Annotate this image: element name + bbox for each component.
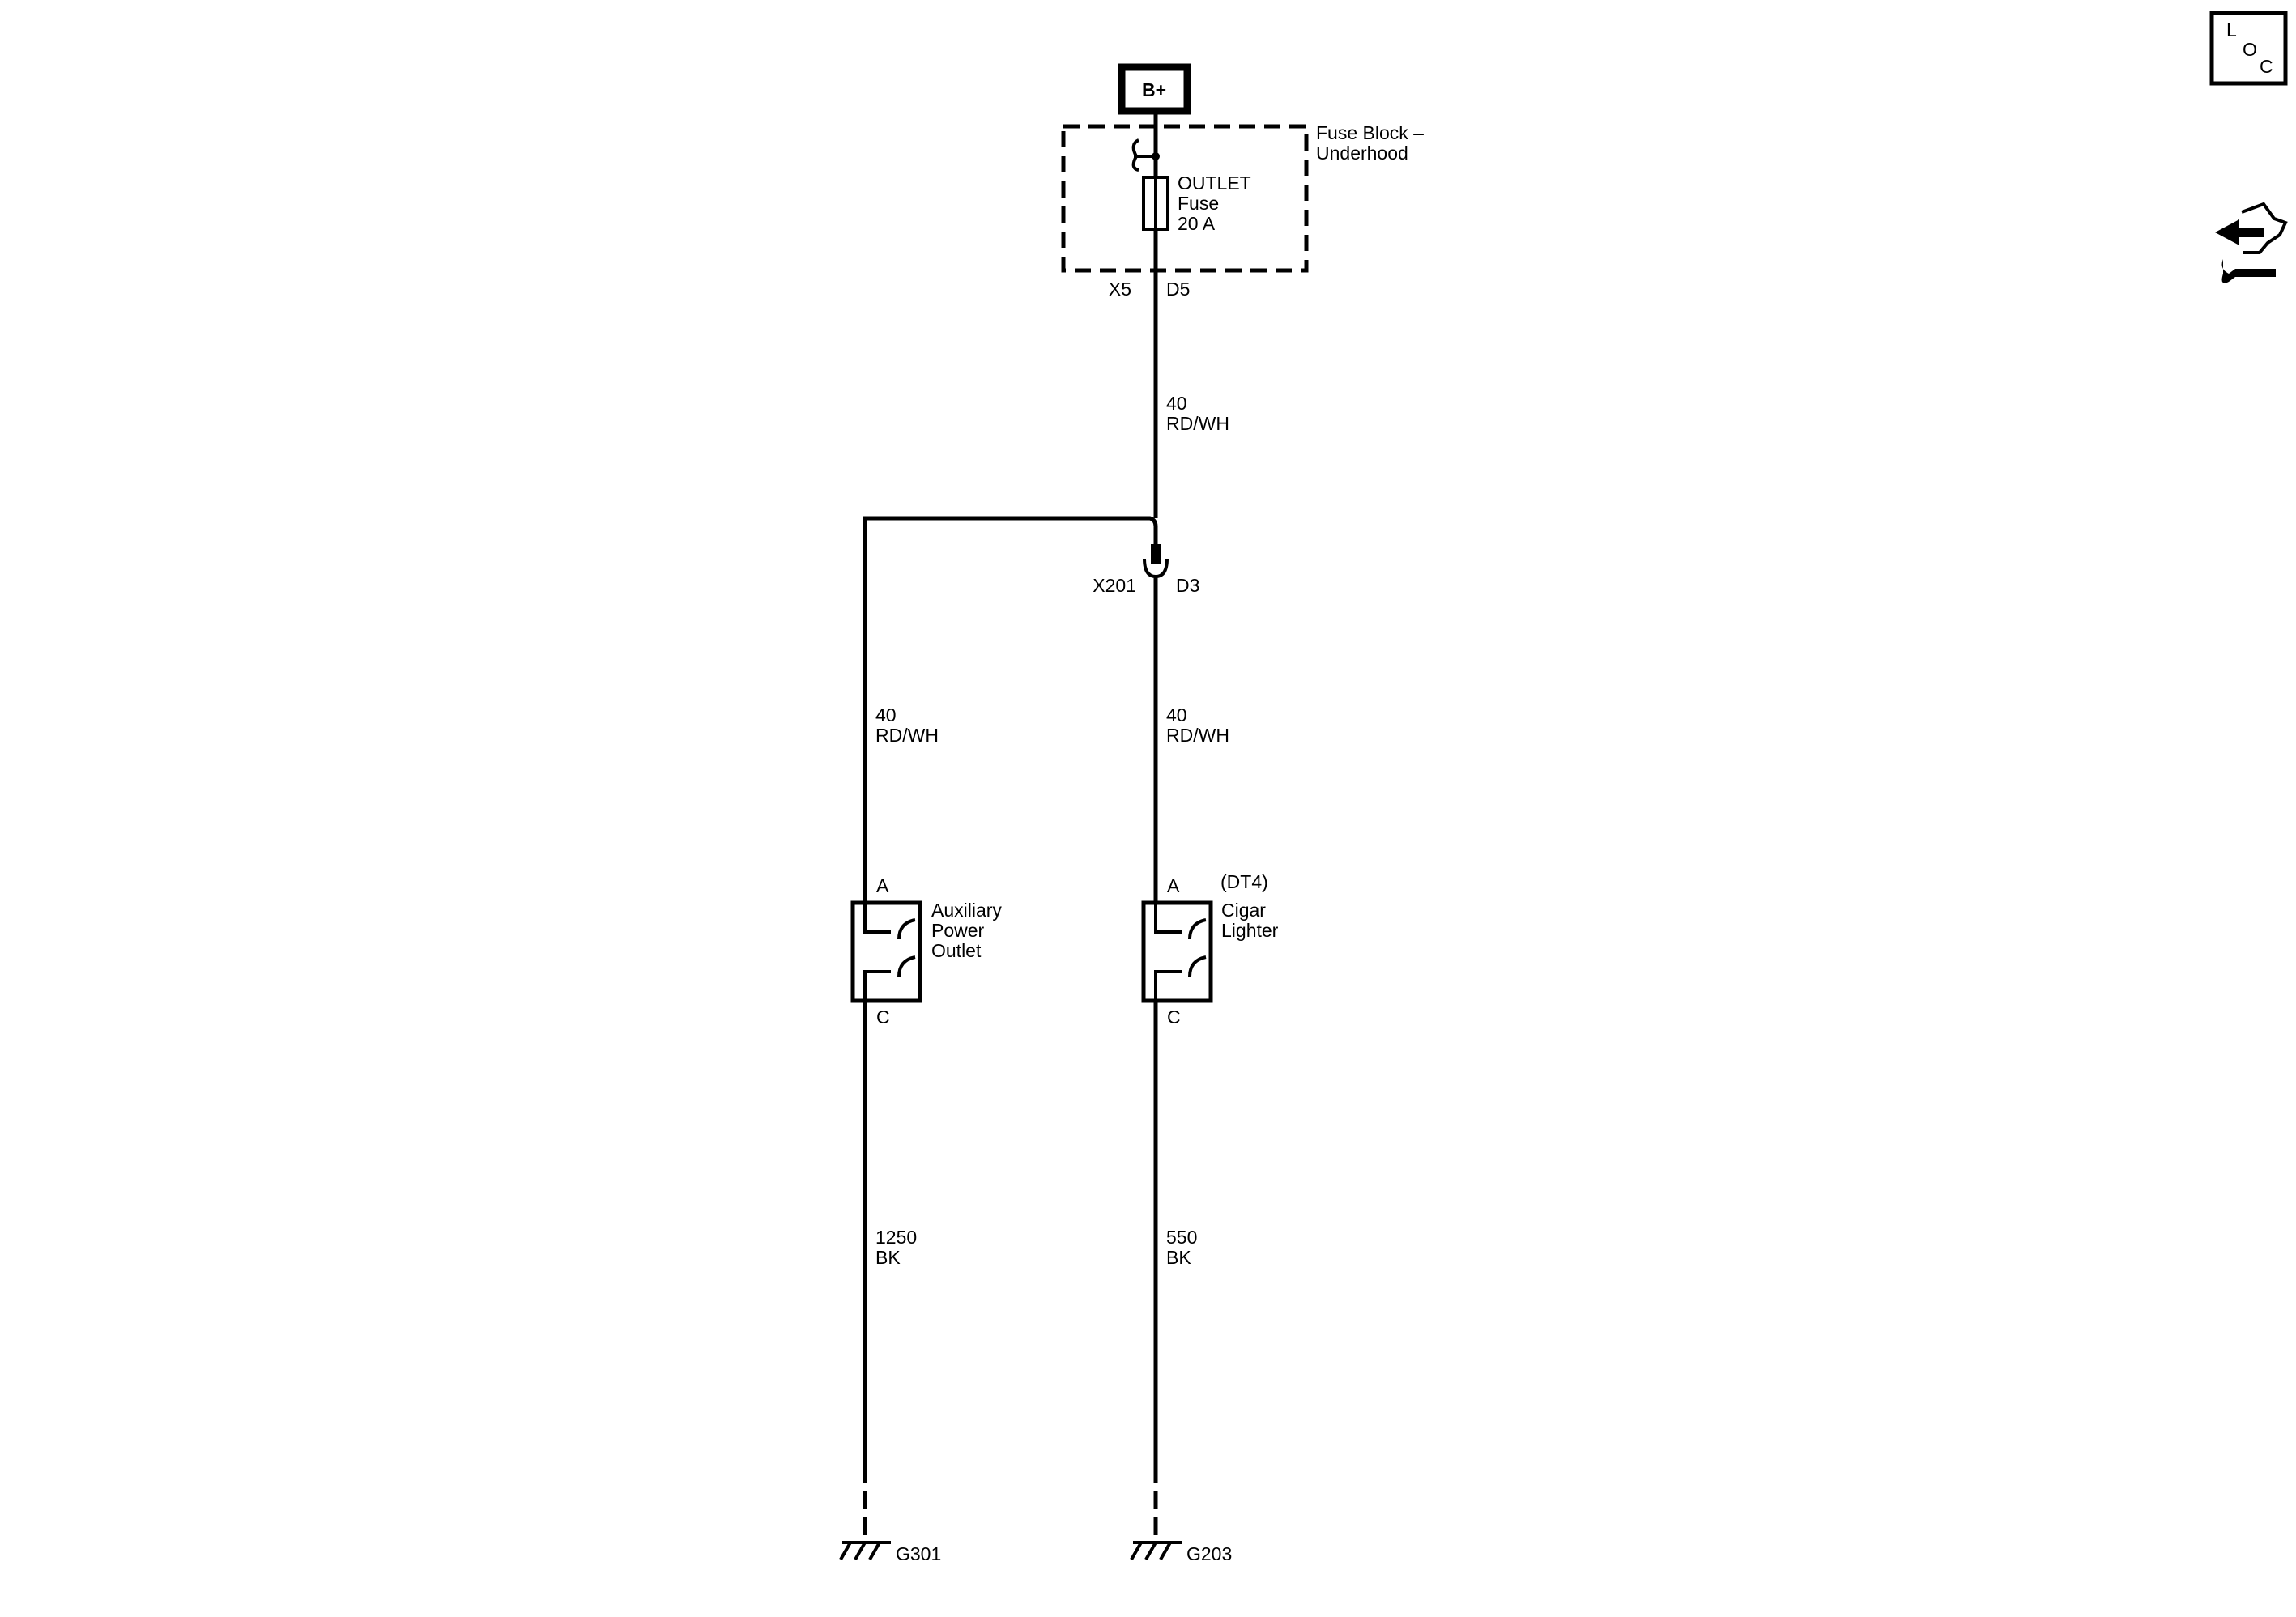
ground-icon — [839, 1541, 891, 1560]
cigar-lighter-label-line1: Cigar — [1221, 900, 1266, 921]
fuse-connector-label: X5 — [1109, 279, 1131, 300]
aux-outlet-label-line3: Outlet — [931, 940, 982, 961]
wire-left-ground-gauge: 1250 — [875, 1227, 917, 1248]
wire-main-color: RD/WH — [1166, 413, 1229, 434]
battery-positive-symbol: B+ — [1118, 63, 1191, 115]
wire-main-gauge: 40 — [1166, 393, 1187, 414]
cigar-lighter-pin-a: A — [1167, 875, 1180, 896]
inline-connector-label: X201 — [1093, 575, 1136, 596]
wire-right-feed-color: RD/WH — [1166, 725, 1229, 746]
fuse-block-label-line2: Underhood — [1316, 143, 1408, 164]
cigar-lighter-label-line2: Lighter — [1221, 920, 1279, 941]
fuse-block-label-line1: Fuse Block – — [1316, 122, 1424, 143]
fuse-pin-label: D5 — [1166, 279, 1190, 300]
wire-left-ground-color: BK — [875, 1247, 901, 1268]
battery-positive-label: B+ — [1142, 79, 1166, 100]
wire-right-feed-gauge: 40 — [1166, 704, 1187, 726]
auxiliary-power-outlet-symbol — [850, 900, 922, 1003]
loc-letter-c: C — [2260, 56, 2273, 77]
ground-icon — [1130, 1541, 1182, 1560]
wire-left-feed-gauge: 40 — [875, 704, 897, 726]
fuse-type: Fuse — [1178, 193, 1219, 214]
service-info-icon[interactable] — [2215, 202, 2288, 283]
cigar-lighter-pin-c: C — [1167, 1006, 1181, 1028]
aux-outlet-pin-a: A — [876, 875, 889, 896]
inline-connector-x201 — [1143, 544, 1169, 579]
ground-right-label: G203 — [1186, 1543, 1232, 1564]
wire-splice-left — [863, 516, 1158, 1466]
loc-letter-l: L — [2226, 19, 2237, 40]
location-icon[interactable]: L O C — [2209, 11, 2288, 86]
inline-connector-pin: D3 — [1176, 575, 1199, 596]
fuse-rating: 20 A — [1178, 213, 1216, 234]
aux-outlet-label-line1: Auxiliary — [931, 900, 1002, 921]
cigar-lighter-symbol — [1141, 900, 1213, 1003]
loc-letter-o: O — [2243, 39, 2257, 60]
aux-outlet-label-line2: Power — [931, 920, 985, 941]
fuse-symbol — [1131, 138, 1169, 231]
wire-right-ground-color: BK — [1166, 1247, 1191, 1268]
wire-left-feed-color: RD/WH — [875, 725, 939, 746]
fuse-name: OUTLET — [1178, 172, 1251, 194]
cigar-lighter-option: (DT4) — [1220, 871, 1268, 892]
aux-outlet-pin-c: C — [876, 1006, 890, 1028]
wire-right-ground-gauge: 550 — [1166, 1227, 1197, 1248]
ground-left-label: G301 — [896, 1543, 941, 1564]
fuse-block-outline — [1061, 124, 1309, 273]
